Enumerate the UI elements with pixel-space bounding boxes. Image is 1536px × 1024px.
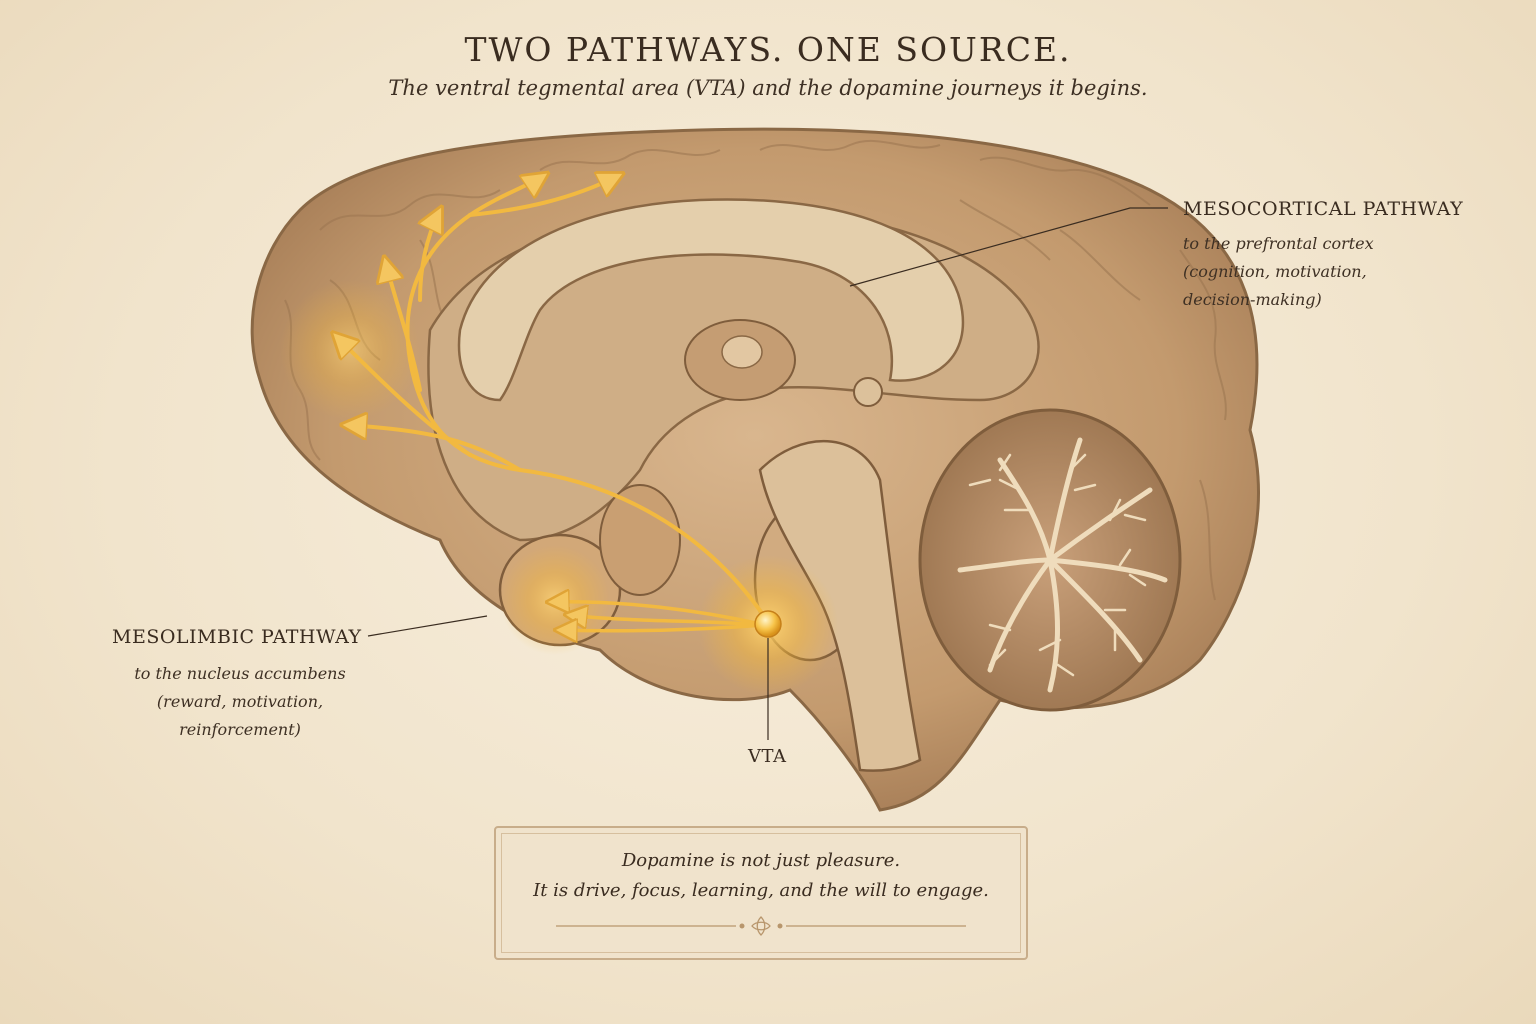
mesocortical-heading: MESOCORTICAL PATHWAY <box>1183 198 1464 220</box>
mesocortical-line-1: to the prefrontal cortex <box>1183 234 1374 253</box>
mesolimbic-line-1: to the nucleus accumbens <box>134 664 346 683</box>
page-subtitle: The ventral tegmental area (VTA) and the… <box>388 76 1148 100</box>
quote-line-1: Dopamine is not just pleasure. <box>621 850 901 871</box>
mesolimbic-description: to the nucleus accumbens (reward, motiva… <box>100 660 380 744</box>
quote-box: Dopamine is not just pleasure. It is dri… <box>494 826 1028 960</box>
mesocortical-fibers <box>335 175 770 624</box>
leader-lines <box>367 207 1168 740</box>
mesolimbic-heading: MESOLIMBIC PATHWAY <box>112 626 362 648</box>
vta-dot <box>754 610 782 638</box>
mesolimbic-fibers <box>550 602 767 631</box>
mesocortical-line-3: decision-making) <box>1183 290 1322 309</box>
corpus-callosum <box>457 198 965 402</box>
ornament-divider <box>556 916 966 936</box>
mesolimbic-line-2: (reward, motivation, <box>156 692 324 711</box>
pineal <box>853 377 883 407</box>
mesolimbic-line-3: reinforcement) <box>179 720 301 739</box>
mesocortical-description: to the prefrontal cortex (cognition, mot… <box>1183 230 1374 314</box>
page-title: TWO PATHWAYS. ONE SOURCE. <box>464 30 1072 69</box>
quote-line-2: It is drive, focus, learning, and the wi… <box>533 880 989 901</box>
vta-label: VTA <box>748 746 787 767</box>
mesocortical-line-2: (cognition, motivation, <box>1183 262 1367 281</box>
